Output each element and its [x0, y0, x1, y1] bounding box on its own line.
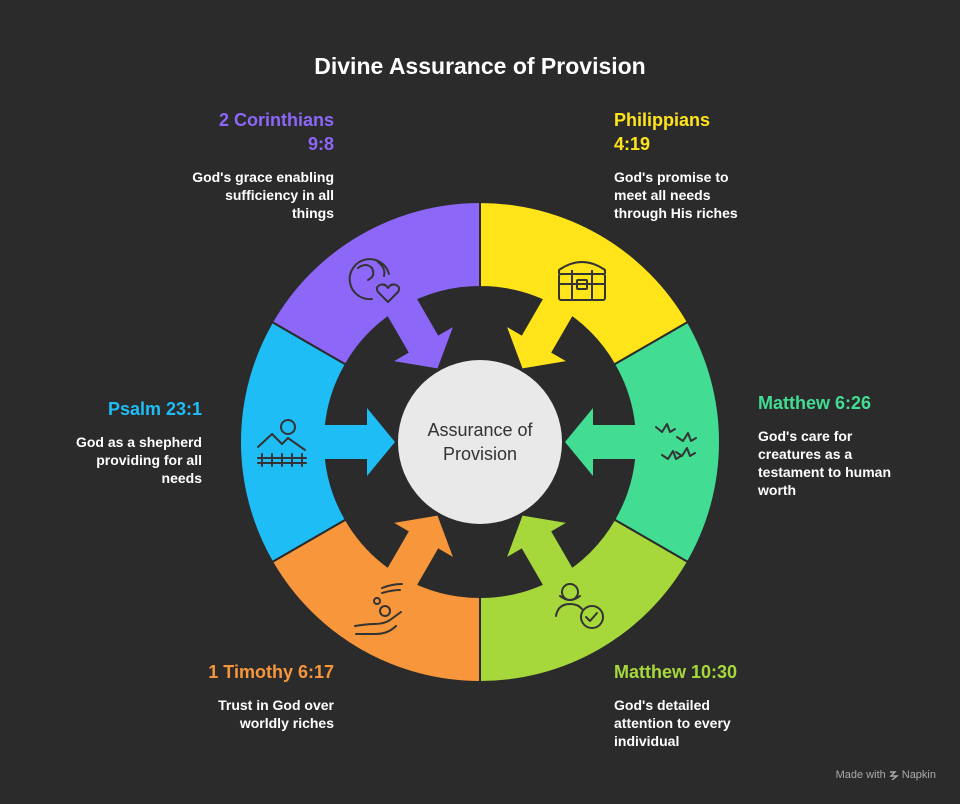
person-check-icon — [555, 583, 604, 629]
corinthians-heading-1: 2 Corinthians — [218, 110, 334, 130]
center-label: Assurance of Provision — [398, 418, 562, 466]
psalm-description: God as a shepherd providing for all need… — [76, 433, 202, 487]
pasture-icon — [257, 419, 307, 467]
diagram-title: Divine Assurance of Provision — [314, 53, 646, 79]
desc-line: worldly riches — [239, 715, 334, 731]
philippians-heading-2: 4:19 — [614, 134, 651, 154]
timothy-label: 1 Timothy 6:17 Trust in God over worldly… — [208, 660, 334, 732]
desc-line: God's grace enabling — [192, 169, 334, 185]
credit-brand: Napkin — [901, 769, 936, 781]
desc-line: worth — [758, 482, 797, 498]
birds-icon — [655, 423, 697, 460]
desc-line: through His riches — [614, 205, 738, 221]
matthew-1030-heading: Matthew 10:30 — [614, 662, 738, 682]
matthew-626-description: God's care for creatures as a testament … — [758, 427, 891, 499]
desc-line: things — [292, 205, 334, 221]
napkin-logo-icon — [889, 771, 899, 780]
hand-coins-icon — [354, 583, 403, 635]
philippians-arrow — [507, 293, 576, 369]
philippians-description: God's promise to meet all needs through … — [614, 168, 738, 222]
desc-line: Trust in God over — [218, 697, 334, 713]
center-circle — [398, 360, 562, 524]
desc-line: meet all needs — [614, 187, 711, 203]
corinthians-arrow — [384, 293, 453, 369]
timothy-arrow — [384, 515, 453, 591]
center-label-line-1: Assurance of — [427, 420, 533, 440]
corinthians-description: God's grace enabling sufficiency in all … — [192, 168, 334, 222]
desc-line: individual — [614, 733, 680, 749]
desc-line: God's detailed — [614, 697, 710, 713]
matthew-1030-label: Matthew 10:30 God's detailed attention t… — [614, 660, 737, 750]
globe-heart-icon — [348, 258, 401, 303]
psalm-label: Psalm 23:1 God as a shepherd providing f… — [76, 397, 202, 487]
credit-text: Made with — [835, 769, 886, 781]
matthew-626-heading: Matthew 6:26 — [758, 393, 872, 413]
desc-line: providing for all — [96, 452, 202, 468]
desc-line: needs — [161, 470, 202, 486]
desc-line: attention to every — [614, 715, 731, 731]
timothy-heading: 1 Timothy 6:17 — [208, 662, 334, 682]
desc-line: sufficiency in all — [225, 187, 334, 203]
psalm-heading: Psalm 23:1 — [107, 399, 202, 419]
desc-line: God's care for — [758, 428, 853, 444]
matthew-1030-arrow — [507, 515, 576, 591]
corinthians-label: 2 Corinthians 9:8 God's grace enabling s… — [192, 108, 334, 222]
matthew-626-label: Matthew 6:26 God's care for creatures as… — [758, 391, 891, 499]
center-label-line-2: Provision — [442, 444, 518, 464]
desc-line: testament to human — [758, 464, 892, 480]
desc-line: creatures as a — [758, 446, 853, 462]
timothy-description: Trust in God over worldly riches — [208, 696, 334, 732]
philippians-label: Philippians 4:19 God's promise to meet a… — [614, 108, 738, 222]
psalm-arrow — [318, 408, 395, 476]
matthew-1030-description: God's detailed attention to every indivi… — [614, 696, 737, 750]
napkin-credit: Made with Napkin — [836, 769, 936, 781]
corinthians-segment — [270, 200, 481, 366]
matthew-1030-segment — [479, 518, 690, 684]
desc-line: God as a shepherd — [75, 434, 202, 450]
desc-line: God's promise to — [614, 169, 729, 185]
treasure-chest-icon — [558, 261, 606, 301]
matthew-626-arrow — [565, 408, 642, 476]
philippians-heading-1: Philippians — [614, 110, 711, 130]
corinthians-heading-2: 9:8 — [307, 134, 334, 154]
